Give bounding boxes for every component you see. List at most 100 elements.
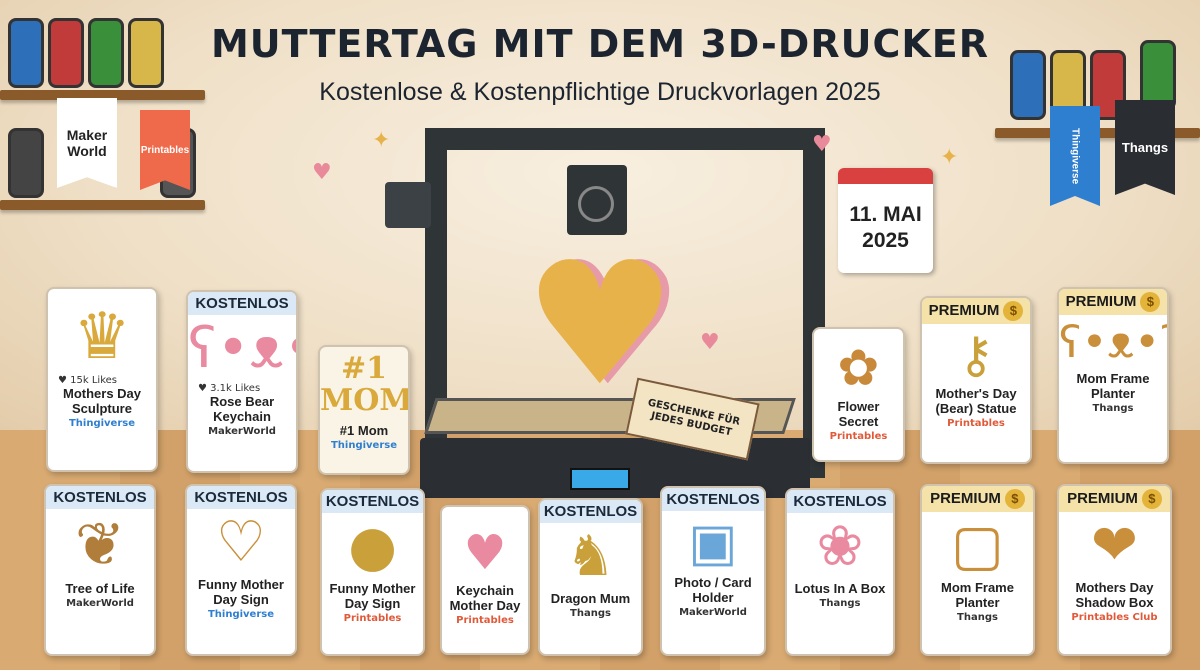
frame-icon: ▢	[951, 513, 1004, 578]
premium-label: PREMIUM	[928, 302, 1000, 319]
shelf-left-bottom	[0, 200, 205, 210]
printables-banner: Printables	[140, 110, 190, 190]
premium-badge: PREMIUM$	[922, 486, 1033, 512]
coin-icon: $	[1003, 301, 1024, 321]
calendar-date: 11. MAI 2025	[838, 168, 933, 273]
free-badge: KOSTENLOS	[188, 292, 296, 315]
card-title: Keychain Mother Day	[449, 583, 521, 613]
source-label: Thingiverse	[68, 418, 136, 429]
card-title: Lotus In A Box	[794, 581, 886, 596]
lotus-icon: ❀	[816, 514, 864, 579]
coin-icon: $	[1141, 489, 1162, 509]
model-card[interactable]: #1 MOM #1 Mom Thingiverse	[318, 345, 410, 475]
model-card[interactable]: ♛ ♥ 15k Likes Mothers Day Sculpture Thin…	[46, 287, 158, 472]
card-title: Tree of Life	[65, 581, 135, 596]
likes-count: ♥ 15k Likes	[58, 375, 117, 386]
sparkle-icon: ✦	[372, 128, 391, 153]
card-title: Dragon Mum	[550, 591, 631, 606]
printer-frame-top	[425, 128, 825, 150]
free-badge: KOSTENLOS	[540, 500, 641, 523]
stepper-motor-icon	[385, 182, 431, 228]
bear-planter-icon: ʕ•ᴥ•ʔ	[1059, 317, 1167, 368]
premium-label: PREMIUM	[1067, 490, 1138, 507]
card-title: Mom Frame Planter	[1076, 371, 1150, 401]
source-label: Thingiverse	[330, 440, 398, 451]
page-title: MUTTERTAG MIT DEM 3D-DRUCKER	[210, 22, 990, 66]
model-card[interactable]: KOSTENLOS ♡ Funny Mother Day Sign Thingi…	[185, 484, 297, 656]
key-icon: ⚷	[957, 326, 995, 384]
card-title: Rose Bear Keychain	[209, 394, 275, 424]
spool-icon	[1010, 50, 1046, 120]
model-card[interactable]: KOSTENLOS ❀ Lotus In A Box Thangs	[785, 488, 895, 656]
card-title: Photo / Card Holder	[674, 575, 752, 605]
shadowbox-icon: ❤	[1091, 513, 1138, 578]
fan-icon	[578, 186, 614, 222]
keychain-icon: ♥	[463, 525, 507, 581]
card-title: #1 Mom	[339, 423, 389, 438]
free-badge: KOSTENLOS	[662, 488, 764, 511]
spool-icon	[8, 128, 44, 198]
source-label: Thangs	[957, 612, 998, 623]
spool-icon	[128, 18, 164, 88]
premium-label: PREMIUM	[930, 490, 1001, 507]
source-label: Thangs	[819, 598, 861, 609]
figure-icon: ♛	[73, 300, 131, 374]
mom-icon: #1 MOM	[320, 351, 410, 418]
free-badge: KOSTENLOS	[322, 490, 423, 513]
model-card[interactable]: KOSTENLOS ♞ Dragon Mum Thangs	[538, 498, 643, 656]
shelf-left-top	[0, 90, 205, 100]
source-label: Printables Club	[1071, 612, 1158, 623]
makerworld-banner: Maker World	[57, 98, 117, 188]
model-card[interactable]: KOSTENLOS ● Funny Mother Day Sign Printa…	[320, 488, 425, 656]
source-label: MakerWorld	[208, 426, 276, 437]
model-card[interactable]: KOSTENLOS ▣ Photo / Card Holder MakerWor…	[660, 486, 766, 656]
printer-screen	[570, 468, 630, 490]
coin-icon: $	[1004, 489, 1025, 509]
premium-badge: PREMIUM$	[1059, 486, 1170, 512]
card-title: Funny Mother Day Sign	[198, 577, 284, 607]
heart-icon: ♥	[812, 132, 832, 157]
page-subtitle: Kostenlose & Kostenpflichtige Druckvorla…	[319, 78, 881, 106]
source-label: Thangs	[1092, 403, 1134, 414]
calendar-day: 11. MAI	[849, 203, 922, 226]
heart-icon: ♥	[312, 160, 332, 185]
card-title: Funny Mother Day Sign	[329, 581, 416, 611]
model-card[interactable]: PREMIUM$ ❤ Mothers Day Shadow Box Printa…	[1057, 484, 1172, 656]
coin-icon: $	[1140, 292, 1161, 312]
thingiverse-banner: Thingiverse	[1050, 106, 1100, 206]
card-title: Mother's Day (Bear) Statue	[935, 386, 1017, 416]
model-card[interactable]: PREMIUM$ ⚷ Mother's Day (Bear) Statue Pr…	[920, 296, 1032, 464]
card-title: Flower Secret	[837, 399, 880, 429]
free-badge: KOSTENLOS	[46, 486, 154, 509]
tree-icon: ❦	[74, 510, 126, 580]
source-label: MakerWorld	[679, 607, 747, 618]
model-card[interactable]: ♥ Keychain Mother Day Printables	[440, 505, 530, 655]
source-label: Thangs	[570, 608, 611, 619]
card-title: Mothers Day Shadow Box	[1075, 580, 1154, 610]
source-label: Printables	[947, 418, 1005, 429]
premium-label: PREMIUM	[1065, 293, 1137, 310]
dragon-icon: ♞	[565, 524, 616, 589]
model-card[interactable]: ✿ Flower Secret Printables	[812, 327, 905, 462]
spool-icon	[8, 18, 44, 88]
model-card[interactable]: PREMIUM$ ▢ Mom Frame Planter Thangs	[920, 484, 1035, 656]
model-card[interactable]: KOSTENLOS ❦ Tree of Life MakerWorld	[44, 484, 156, 656]
free-badge: KOSTENLOS	[787, 490, 893, 513]
premium-badge: PREMIUM$	[1059, 289, 1167, 315]
sparkle-icon: ✦	[940, 145, 959, 170]
heart-icon: ♥	[700, 330, 720, 355]
card-title: Mothers Day Sculpture	[62, 386, 142, 416]
badge-icon: ●	[348, 514, 397, 579]
spool-icon	[88, 18, 124, 88]
card-title: Mom Frame Planter	[941, 580, 1014, 610]
model-card[interactable]: PREMIUM$ ʕ•ᴥ•ʔ Mom Frame Planter Thangs	[1057, 287, 1169, 464]
flower-icon: ✿	[837, 339, 880, 397]
sign-icon: ♡	[215, 510, 267, 575]
bear-icon: ʕ•ᴥ•ʔ	[188, 316, 296, 381]
source-label: Printables	[456, 615, 514, 626]
model-card[interactable]: KOSTENLOS ʕ•ᴥ•ʔ ♥ 3.1k Likes Rose Bear K…	[186, 290, 298, 473]
free-badge: KOSTENLOS	[187, 486, 295, 509]
premium-badge: PREMIUM$	[922, 298, 1030, 324]
photo-icon: ▣	[688, 513, 738, 573]
thangs-banner: Thangs	[1115, 100, 1175, 195]
